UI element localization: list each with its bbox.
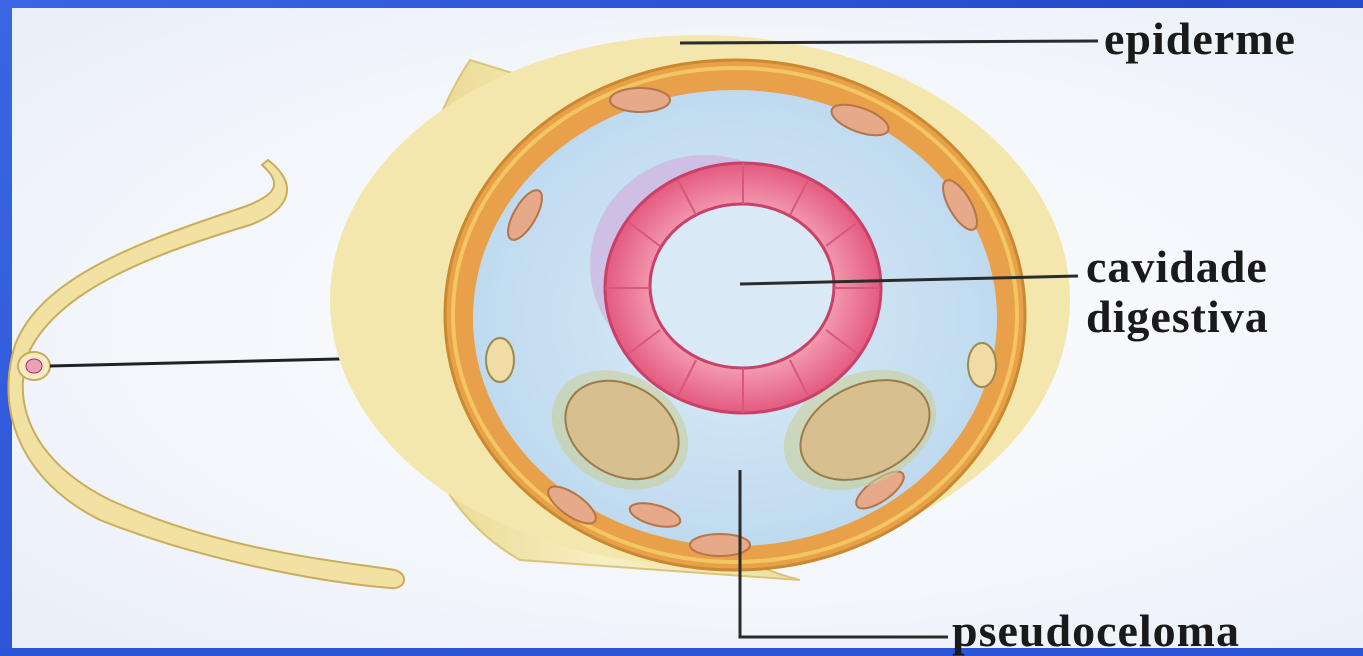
digestive-cavity-lumen bbox=[650, 204, 834, 368]
label-cavidade-digestiva: cavidade digestiva bbox=[1086, 242, 1269, 342]
worm-body bbox=[8, 160, 404, 588]
section-arrow-line bbox=[50, 358, 380, 366]
cross-section bbox=[330, 35, 1070, 580]
label-pseudoceloma: pseudoceloma bbox=[952, 606, 1240, 656]
label-epiderme: epiderme bbox=[1104, 14, 1296, 64]
leader-epiderme bbox=[680, 41, 1098, 43]
intestine bbox=[605, 163, 881, 413]
label-cavidade-line2: digestiva bbox=[1086, 292, 1269, 342]
label-cavidade-line1: cavidade bbox=[1086, 242, 1269, 292]
worm-section-gut-dot bbox=[26, 359, 42, 373]
